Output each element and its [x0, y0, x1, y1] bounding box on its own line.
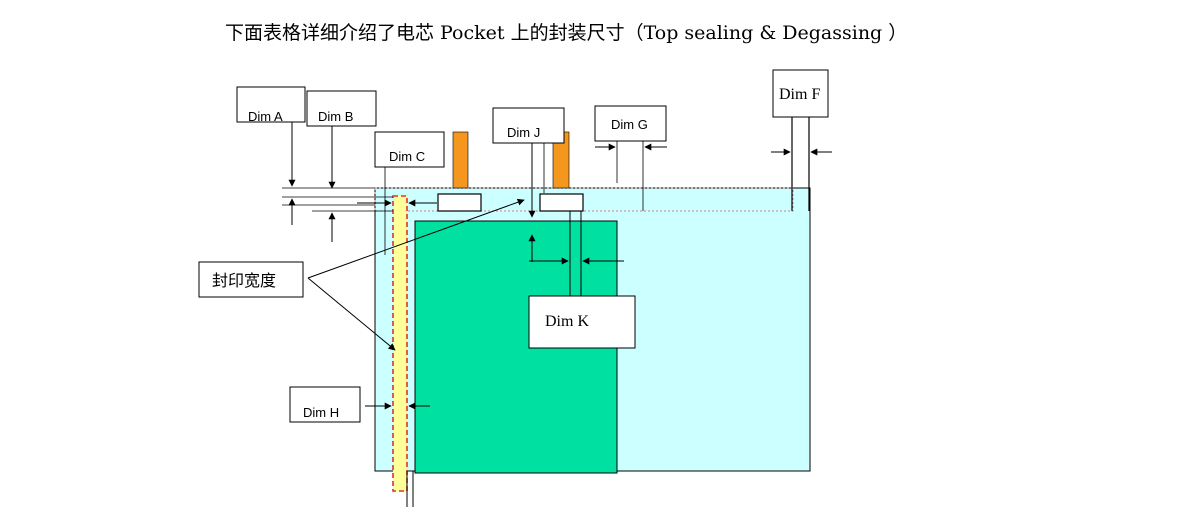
seal-leader-top	[307, 198, 525, 279]
dim-g-label-box: Dim G	[594, 105, 667, 142]
dim-h-label-box: Dim H	[289, 386, 361, 423]
dim-g-label: Dim G	[611, 117, 648, 132]
dim-b-label: Dim B	[318, 109, 353, 124]
side-seal-strip	[392, 195, 408, 492]
diagram-title: 下面表格详细介绍了电芯 Pocket 上的封装尺寸（Top sealing & …	[225, 22, 908, 44]
dim-c-label-box: Dim C	[374, 131, 445, 168]
dim-k-label-box: Dim K	[528, 295, 636, 349]
dim-h-label: Dim H	[303, 405, 339, 420]
dim-b-label-box: Dim B	[306, 90, 377, 127]
seal-width-label: 封印宽度	[212, 271, 276, 290]
top-seal-area	[374, 187, 794, 212]
seal-width-label-box: 封印宽度	[198, 261, 304, 298]
dim-a-label-box: Dim A	[236, 86, 306, 124]
tab-left	[452, 131, 469, 189]
dim-j-label-box: Dim J	[492, 107, 565, 144]
seal-leader-bottom	[307, 277, 396, 351]
dim-j-label: Dim J	[507, 125, 540, 140]
dim-k-label: Dim K	[545, 313, 589, 330]
dim-f-label: Dim F	[779, 86, 820, 103]
dim-f-label-box: Dim F	[772, 69, 829, 118]
tab-sealant-left	[437, 193, 482, 212]
tab-sealant-right	[539, 193, 584, 212]
dim-a-label: Dim A	[248, 109, 283, 124]
dim-c-label: Dim C	[389, 149, 425, 164]
